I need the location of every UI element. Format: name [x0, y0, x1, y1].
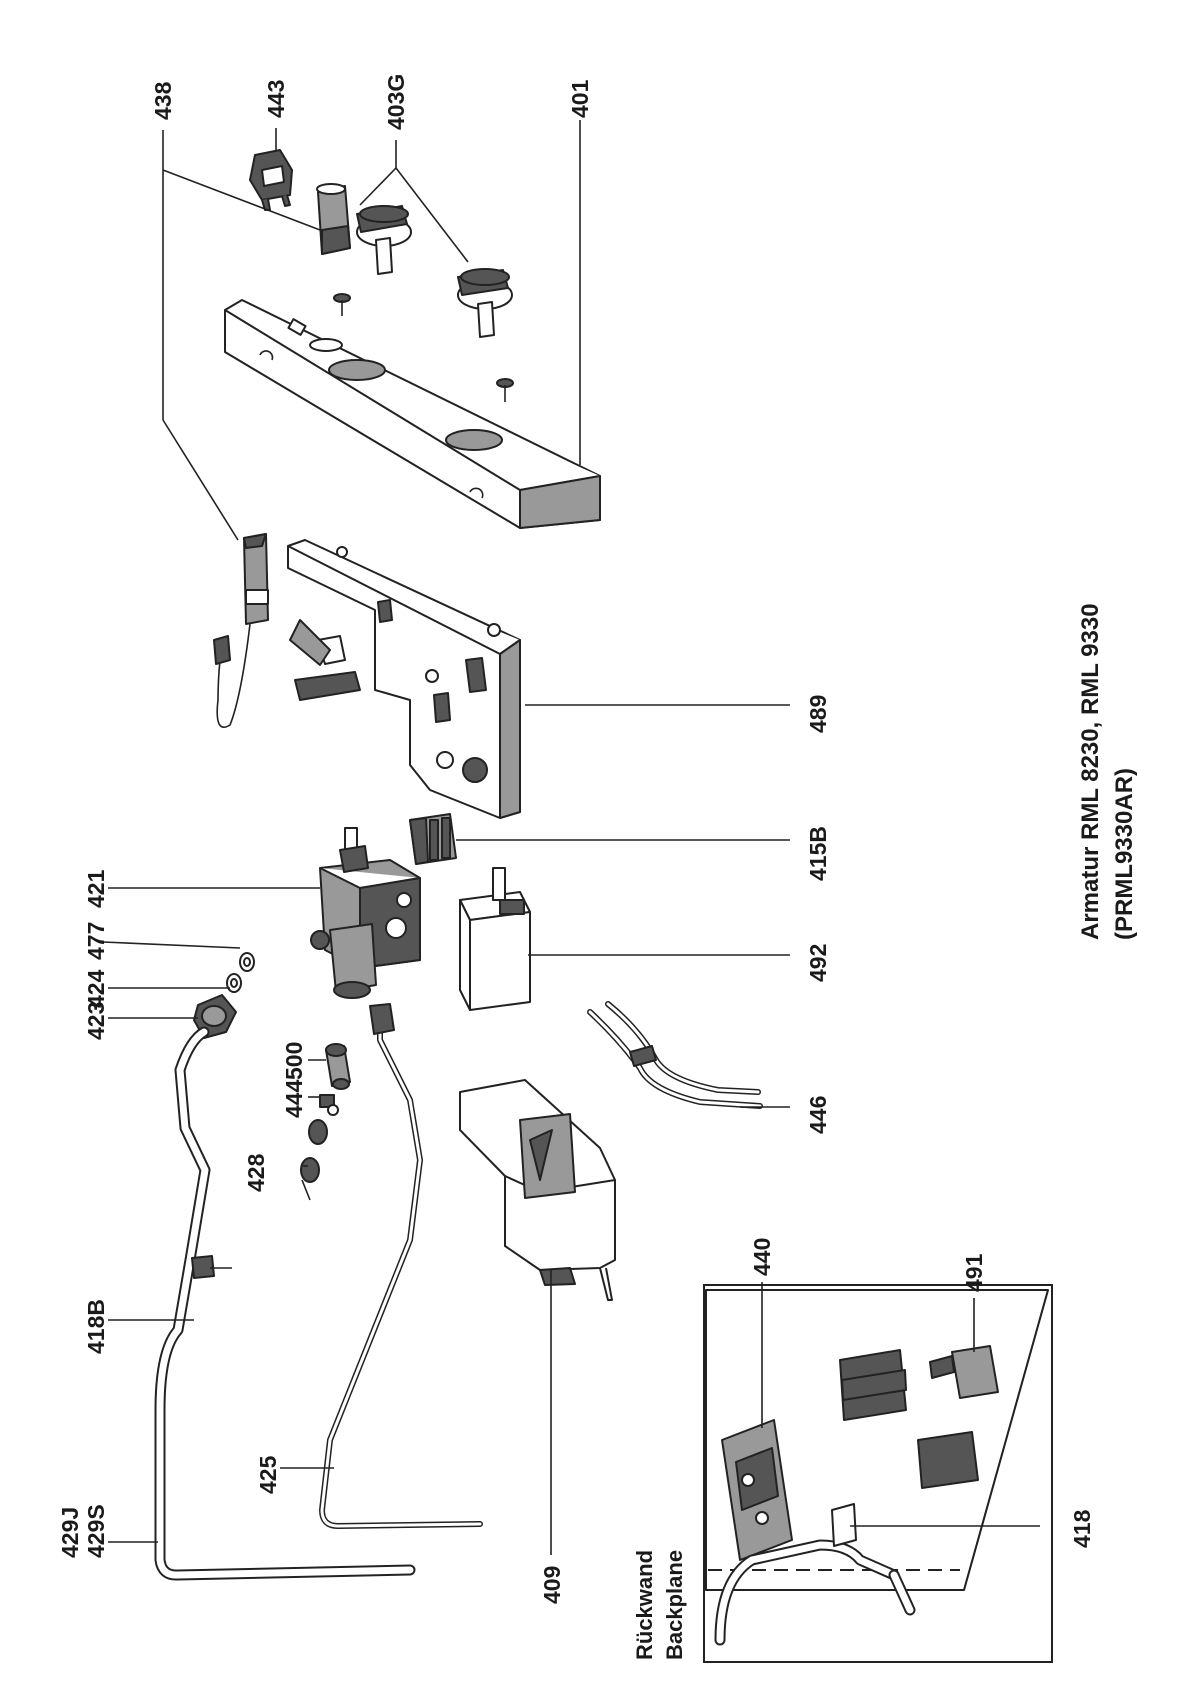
label-444: 444: [281, 1079, 307, 1118]
fitting-428-a: [308, 1119, 328, 1145]
fitting-444: [319, 1094, 339, 1116]
cover-409: [459, 1079, 616, 1301]
knob-403G-lower: [457, 268, 513, 338]
label-415B: 415B: [805, 826, 831, 881]
bracket-489: [287, 539, 521, 819]
pilot-tube-425: [319, 1003, 483, 1529]
label-443: 443: [263, 80, 289, 118]
gas-tube-429: [154, 1026, 416, 1581]
title-line1: Armatur RML 8230, RML 9330: [1077, 603, 1104, 940]
screw-lower: [496, 378, 514, 402]
title-line2: (PRML9330AR): [1111, 768, 1138, 940]
gas-valve-421: [310, 827, 421, 999]
thermocouple-leads-446: [587, 1001, 763, 1109]
label-500: 500: [281, 1042, 307, 1080]
screw-upper: [333, 293, 351, 316]
label-401: 401: [567, 79, 593, 118]
label-491: 491: [961, 1253, 987, 1292]
label-425: 425: [255, 1455, 281, 1494]
label-429J: 429J: [57, 1507, 83, 1558]
label-429S: 429S: [83, 1504, 109, 1558]
label-477: 477: [83, 922, 109, 960]
backplane-caption: Rückwand Backplane: [632, 1550, 687, 1660]
label-423: 423: [83, 1002, 109, 1040]
box-492: [459, 867, 531, 1011]
knob-403G-upper: [356, 205, 412, 275]
seal-424: [226, 973, 242, 993]
label-489: 489: [805, 695, 831, 733]
backplane-inset: [703, 1284, 1053, 1663]
label-418B: 418B: [83, 1299, 109, 1354]
fitting-500: [325, 1043, 351, 1090]
label-438: 438: [150, 81, 176, 120]
control-panel-401: [224, 299, 601, 529]
label-424: 424: [83, 969, 109, 1008]
leader-lines: [102, 120, 1040, 1555]
label-418: 418: [1069, 1509, 1095, 1548]
label-403G: 403G: [383, 74, 409, 130]
fitting-428: [300, 1157, 320, 1201]
label-421: 421: [83, 869, 109, 908]
switch-443: [249, 149, 293, 211]
diagram-title: Armatur RML 8230, RML 9330 (PRML9330AR): [1077, 603, 1138, 940]
ignition-electrode-438: [213, 533, 269, 728]
label-428: 428: [243, 1153, 269, 1192]
connector-block-415B: [409, 813, 457, 865]
label-446: 446: [805, 1096, 831, 1134]
label-492: 492: [805, 944, 831, 982]
part-labels: 438 443 403G 401 489 415B 421 477 424 42…: [57, 74, 1095, 1604]
sleeve-438: [316, 183, 351, 255]
label-409: 409: [539, 1566, 565, 1604]
label-440: 440: [749, 1238, 775, 1276]
seal-477: [239, 952, 255, 972]
backplane-label-de: Rückwand: [632, 1550, 657, 1660]
backplane-label-en: Backplane: [662, 1550, 687, 1660]
